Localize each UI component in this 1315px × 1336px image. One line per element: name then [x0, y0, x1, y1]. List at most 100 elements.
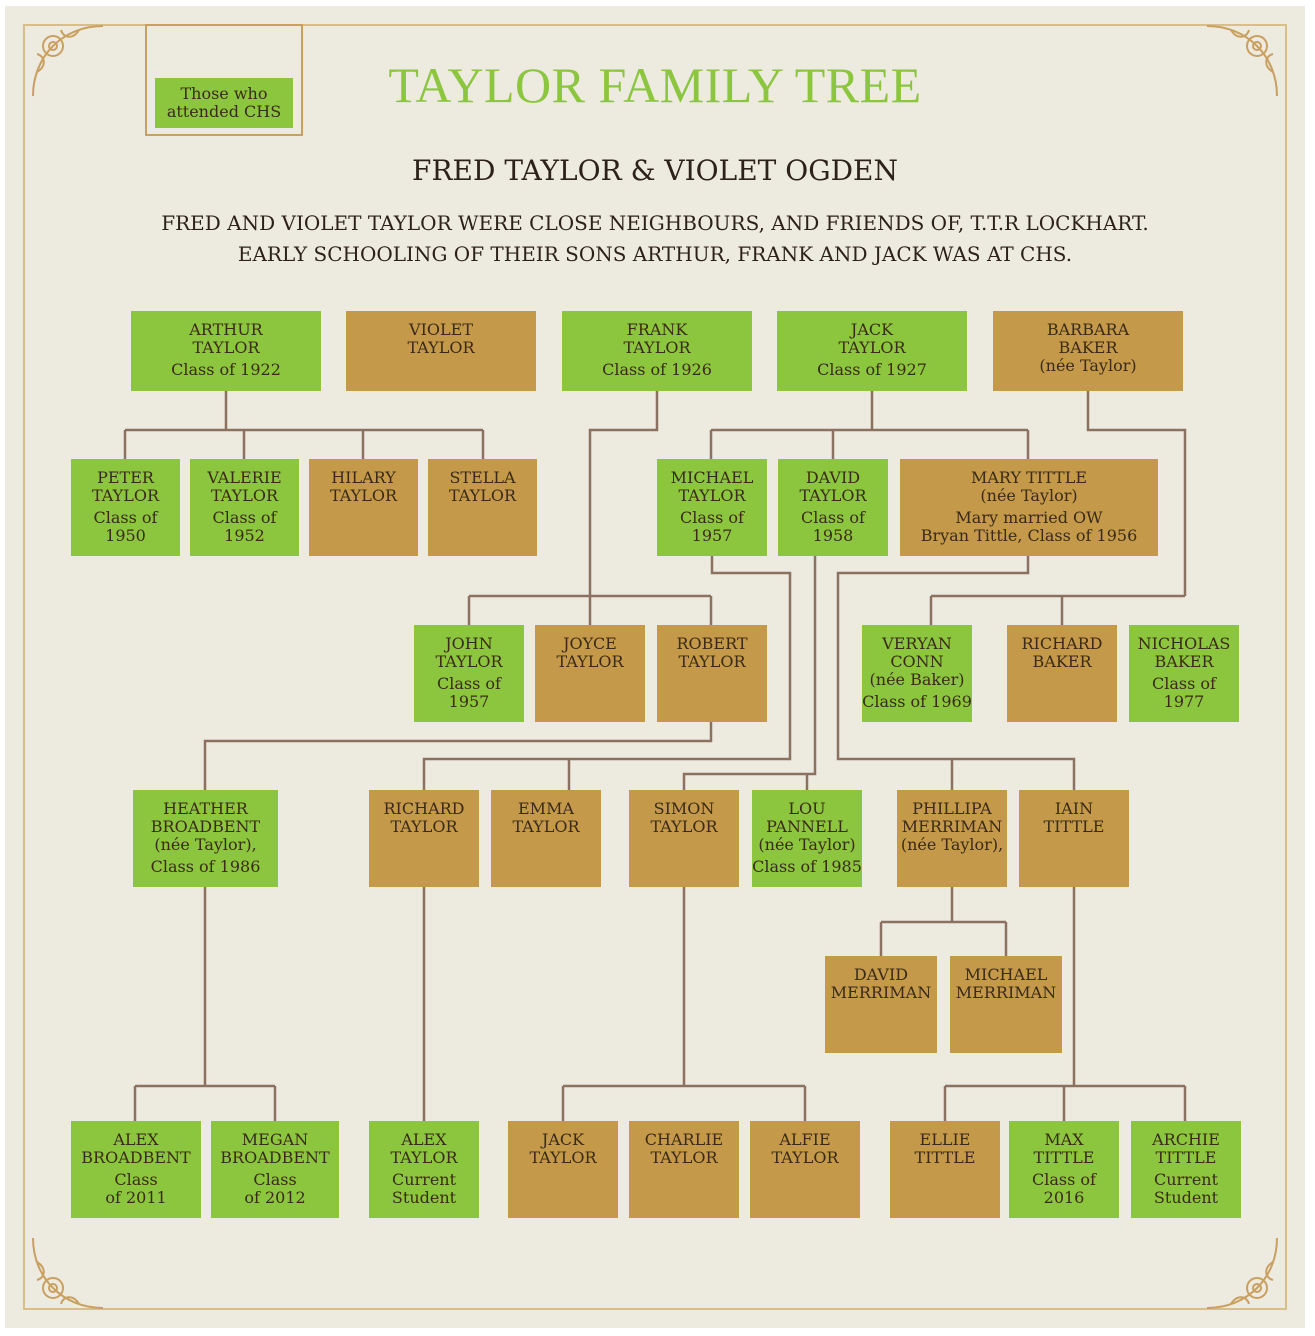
page-title: TAYLOR FAMILY TREE [388, 57, 922, 113]
person-ellie: ELLIE TITTLE [890, 1121, 1000, 1218]
connector-lines [123, 391, 1187, 1121]
person-lou: LOU PANNELL (née Taylor) Class of 1985 [752, 790, 862, 887]
person-name: ALEX BROADBENT [81, 1130, 191, 1167]
ornament-bottom-right-icon [1197, 1228, 1287, 1318]
person-name: ALFIE TAYLOR [771, 1130, 839, 1167]
ornament-bottom-left-icon [23, 1228, 113, 1318]
couple-heading: FRED TAYLOR & VIOLET OGDEN [412, 154, 898, 187]
legend-attended-label: Those who attended CHS [155, 78, 293, 128]
intro-line-2: EARLY SCHOOLING OF THEIR SONS ARTHUR, FR… [237, 242, 1073, 266]
person-note: Current Student [1153, 1170, 1219, 1207]
person-note: Class of 1985 [752, 857, 862, 876]
connector-9 [133, 887, 277, 1121]
person-name: RICHARD BAKER [1021, 634, 1103, 671]
person-name: RICHARD TAYLOR [383, 799, 465, 836]
person-note: Class of 1950 [93, 508, 158, 545]
person-phillipa: PHILLIPA MERRIMAN (née Taylor), [897, 790, 1007, 887]
person-richardt: RICHARD TAYLOR [369, 790, 479, 887]
ornament-top-left-icon [23, 16, 113, 106]
person-violet: VIOLET TAYLOR [346, 311, 536, 391]
person-name: ROBERT TAYLOR [676, 634, 748, 671]
person-name: ALEX TAYLOR [390, 1130, 458, 1167]
person-alfie: ALFIE TAYLOR [750, 1121, 860, 1218]
connector-8 [879, 887, 1008, 956]
person-note: Class of 1927 [817, 360, 927, 379]
person-arthur: ARTHUR TAYLOR Class of 1922 [131, 311, 321, 391]
person-name: BARBARA BAKER (née Taylor) [1039, 320, 1137, 375]
person-note: Class of 1969 [862, 692, 972, 711]
person-richardb: RICHARD BAKER [1007, 625, 1117, 722]
person-iain: IAIN TITTLE [1019, 790, 1129, 887]
person-mary: MARY TITTLE (née Taylor)Mary married OW … [900, 459, 1158, 556]
connector-6 [682, 556, 817, 790]
person-name: PETER TAYLOR [91, 468, 160, 505]
person-name: FRANK TAYLOR [623, 320, 691, 357]
person-name: ELLIE TITTLE [914, 1130, 976, 1167]
person-name: CHARLIE TAYLOR [644, 1130, 724, 1167]
connector-7 [836, 556, 1076, 790]
person-note: Class of 1957 [680, 508, 744, 545]
person-name: DAVID TAYLOR [799, 468, 867, 505]
person-name: ARTHUR TAYLOR [189, 320, 263, 357]
person-note: Class of 1986 [150, 857, 261, 876]
person-name: MEGAN BROADBENT [220, 1130, 330, 1167]
person-name: VERYAN CONN (née Baker) [869, 634, 965, 689]
person-note: Class of 2011 [105, 1170, 167, 1207]
connector-4 [422, 556, 792, 790]
decorative-border [23, 24, 1287, 1310]
connector-3 [929, 391, 1187, 625]
connector-12 [943, 887, 1187, 1121]
person-name: EMMA TAYLOR [512, 799, 580, 836]
person-note: Mary married OW Bryan Tittle, Class of 1… [920, 508, 1138, 545]
person-name: STELLA TAYLOR [448, 468, 517, 505]
person-emma: EMMA TAYLOR [491, 790, 601, 887]
person-name: LOU PANNELL (née Taylor) [758, 799, 856, 854]
intro-line-1: FRED AND VIOLET TAYLOR WERE CLOSE NEIGHB… [161, 211, 1149, 235]
person-note: Class of 2016 [1032, 1170, 1096, 1207]
person-name: DAVID MERRIMAN [830, 965, 932, 1002]
person-name: SIMON TAYLOR [650, 799, 718, 836]
connector-0 [123, 391, 485, 459]
person-charlie: CHARLIE TAYLOR [629, 1121, 739, 1218]
person-name: NICHOLAS BAKER [1137, 634, 1231, 671]
person-name: PHILLIPA MERRIMAN (née Taylor), [900, 799, 1004, 854]
person-simon: SIMON TAYLOR [629, 790, 739, 887]
person-jack: JACK TAYLOR Class of 1927 [777, 311, 967, 391]
person-hilary: HILARY TAYLOR [309, 459, 418, 556]
person-name: VALERIE TAYLOR [207, 468, 282, 505]
person-name: HEATHER BROADBENT (née Taylor), [150, 799, 261, 854]
person-joyce: JOYCE TAYLOR [535, 625, 645, 722]
person-name: MICHAEL MERRIMAN [955, 965, 1057, 1002]
person-name: JOYCE TAYLOR [556, 634, 624, 671]
person-note: Class of 2012 [244, 1170, 306, 1207]
person-name: HILARY TAYLOR [329, 468, 398, 505]
person-michaelm: MICHAEL MERRIMAN [950, 956, 1062, 1053]
intro-text: FRED AND VIOLET TAYLOR WERE CLOSE NEIGHB… [45, 208, 1265, 270]
person-note: Current Student [391, 1170, 457, 1207]
connector-1 [467, 391, 713, 625]
person-barbara: BARBARA BAKER (née Taylor) [993, 311, 1183, 391]
person-name: ARCHIE TITTLE [1152, 1130, 1220, 1167]
person-name: JACK TAYLOR [838, 320, 906, 357]
person-name: IAIN TITTLE [1043, 799, 1105, 836]
person-name: VIOLET TAYLOR [407, 320, 475, 357]
legend: Those who attended CHS [145, 24, 303, 136]
person-note: Class of 1922 [171, 360, 281, 379]
person-note: Class of 1958 [801, 508, 865, 545]
connector-2 [709, 391, 1030, 459]
person-name: JACK TAYLOR [529, 1130, 597, 1167]
person-heather: HEATHER BROADBENT (née Taylor), Class of … [133, 790, 278, 887]
person-robert: ROBERT TAYLOR [657, 625, 767, 722]
person-name: MAX TITTLE [1033, 1130, 1095, 1167]
